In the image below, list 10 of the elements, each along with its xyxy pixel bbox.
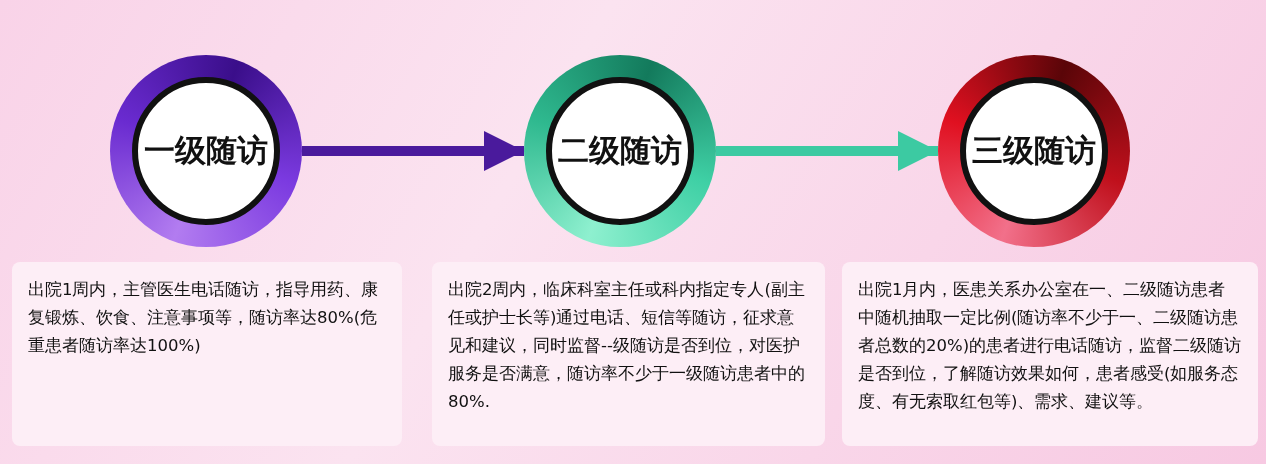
stage-title: 二级随访	[558, 131, 682, 170]
description-card	[432, 262, 825, 446]
description-text: 出院1周内，主管医生电话随访，指导用药、康复锻炼、饮食、注意事项等，随访率达80%(危重患者随访率达100%)	[28, 279, 380, 357]
description-card	[842, 262, 1258, 446]
arrow	[302, 131, 524, 171]
description-text: 出院2周内，临床科室主任或科内指定专人(副主任或护士长等)通过电话、短信等随访，征求意见和建议，同时监督--级随访是否到位，对医护服务是否满意，随访率不少于一级随访患者中的80%.	[448, 279, 806, 413]
description-text: 出院1月内，医患关系办公室在一、二级随访患者中随机抽取一定比例(随访率不少于一、二级随访患者总数的20%)的患者进行电话随访，监督二级随访是否到位，了解随访效果如何，患者感受(如服务态度、有无索取红包等)、需求、建议等。	[858, 279, 1242, 413]
arrow	[716, 131, 938, 171]
stage-title: 一级随访	[144, 131, 268, 170]
stage-title: 三级随访	[972, 131, 1096, 170]
